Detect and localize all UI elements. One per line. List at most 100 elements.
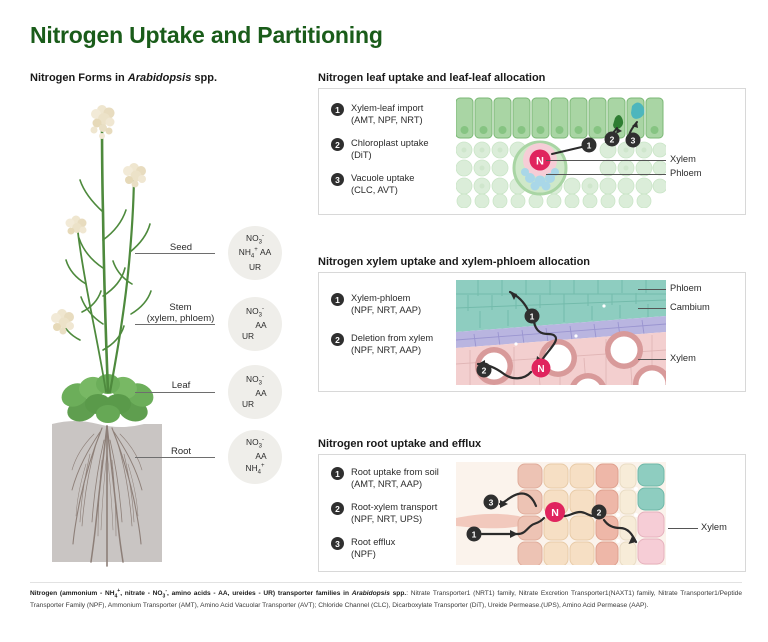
svg-text:1: 1 [472, 530, 477, 540]
root-phloem [637, 463, 665, 511]
root-xylem [637, 511, 665, 565]
leaf-panel-header: Nitrogen leaf uptake and leaf-leaf alloc… [318, 72, 546, 84]
callout-line-xylem [638, 359, 666, 360]
seed-form-1: NO3- [246, 232, 264, 246]
footnote-divider [30, 582, 742, 583]
legend-1-title: Xylem-leaf import [351, 103, 424, 113]
flower-clusters [51, 105, 146, 335]
legend-item-1: 1 Xylem-leaf import (AMT, NPF, NRT) [331, 102, 461, 126]
legend-item-2: 2 Chloroplast uptake (DiT) [331, 137, 461, 161]
step-badge-1: 1 [331, 467, 344, 480]
stem-form-2: AA [255, 320, 267, 331]
root-form-3: NH4+ [245, 462, 265, 476]
root-system [71, 425, 143, 567]
legend-1-subtitle: (NPF, NRT, AAP) [351, 305, 422, 316]
step-badge-1: 1 [331, 103, 344, 116]
callout-xylem: Xylem [670, 154, 696, 164]
legend-2-subtitle: (NPF, NRT, AAP) [351, 345, 422, 356]
xylem-vessels [475, 331, 666, 385]
vacuole-icon [631, 102, 645, 119]
left-header-suffix: spp. [191, 72, 218, 84]
endodermis-cells [595, 463, 619, 565]
phloem-region [521, 168, 559, 191]
cauline-leaves [60, 179, 152, 351]
legend-2-subtitle: (NPF, NRT, UPS) [351, 514, 423, 525]
leaf-label-text: Leaf [171, 380, 191, 391]
footnote-rest: : Nitrate Transporter1 (NRT1) family, Ni… [30, 590, 742, 610]
svg-text:3: 3 [631, 136, 636, 146]
stem-form-3: UR [241, 331, 255, 342]
nutrient-bubble-leaf: NO3- AA UR [228, 365, 282, 419]
svg-text:N: N [537, 364, 544, 375]
epidermis-cells [517, 463, 543, 565]
root-panel-legend: 1 Root uptake from soil (AMT, NRT, AAP) … [331, 466, 471, 571]
leaf-tissue-diagram: N 1 2 3 [456, 97, 666, 208]
footnote-bold: Nitrogen (ammonium - NH4+, nitrate - NO3… [30, 588, 407, 600]
legend-3-subtitle: (CLC, AVT) [351, 185, 398, 196]
footnote: Nitrogen (ammonium - NH4+, nitrate - NO3… [30, 588, 742, 611]
xylem-panel-legend: 1 Xylem-phloem (NPF, NRT, AAP) 2 Deletio… [331, 292, 471, 367]
xylem-panel-header: Nitrogen xylem uptake and xylem-phloem a… [318, 256, 591, 268]
root-panel: Nitrogen root uptake and efflux 1 Root u… [318, 438, 746, 572]
seed-form-2: NH4+ AA [238, 247, 272, 261]
step-badge-3: 3 [331, 173, 344, 187]
step-badge-2: 2 [331, 502, 344, 516]
callout-xylem: Xylem [701, 522, 727, 532]
arabidopsis-plant-illustration [51, 105, 162, 567]
page-title: Nitrogen Uptake and Partitioning [30, 22, 383, 48]
legend-2-title: Deletion from xylem [351, 333, 434, 344]
root-hair [456, 513, 526, 529]
callout-line-cambium [638, 308, 666, 309]
nutrient-bubble-root: NO3- AA NH4+ [228, 430, 282, 484]
legend-2-subtitle: (DiT) [351, 150, 372, 161]
nitrogen-node-xylem [531, 358, 551, 378]
step-badge-1: 1 [331, 293, 344, 306]
nitrogen-node-leaf [529, 149, 551, 171]
leader-line-seed [135, 253, 215, 254]
left-column: Nitrogen Forms in Arabidopsis spp. [30, 72, 308, 84]
root-label-text: Root [170, 446, 192, 457]
organ-label-stem: Stem (xylem, phloem) [128, 302, 233, 325]
step-badge-3: 3 [331, 537, 344, 551]
svg-text:N: N [536, 156, 544, 168]
chloroplast-icon [613, 115, 624, 129]
callout-line-xylem [668, 528, 698, 529]
leaf-panel: Nitrogen leaf uptake and leaf-leaf alloc… [318, 72, 746, 215]
rosette-leaves [61, 374, 154, 423]
xylem-panel: Nitrogen xylem uptake and xylem-phloem a… [318, 256, 746, 392]
legend-item-1: 1 Root uptake from soil (AMT, NRT, AAP) [331, 466, 471, 490]
leaf-form-3: UR [241, 399, 255, 410]
cortex-cells [543, 463, 595, 565]
legend-3-subtitle: (NPF) [351, 549, 376, 560]
legend-item-3: 3 Vacuole uptake (CLC, AVT) [331, 172, 461, 196]
organ-label-root: Root [158, 446, 204, 458]
leaf-form-2: AA [255, 388, 267, 399]
svg-text:2: 2 [610, 135, 615, 145]
legend-3-title: Root efflux [351, 537, 396, 548]
svg-text:2: 2 [482, 366, 487, 376]
left-panel-header: Nitrogen Forms in Arabidopsis spp. [30, 72, 308, 84]
legend-1-subtitle: (AMT, NPF, NRT) [351, 115, 423, 126]
nutrient-bubble-stem: NO3- AA UR [228, 297, 282, 351]
callout-cambium: Cambium [670, 302, 710, 312]
legend-1-title: Root uptake from soil [351, 467, 439, 477]
leader-line-leaf [135, 392, 215, 393]
nutrient-bubble-seed: NO3- NH4+ AA UR [228, 226, 282, 280]
leader-line-root [135, 457, 215, 458]
legend-item-2: 2 Deletion from xylem (NPF, NRT, AAP) [331, 332, 471, 356]
organ-label-leaf: Leaf [158, 380, 204, 392]
svg-text:3: 3 [489, 498, 494, 508]
leaf-form-1: NO3- [246, 373, 264, 387]
legend-3-title: Vacuole uptake [351, 173, 415, 184]
callout-phloem: Phloem [670, 283, 702, 293]
stem-label-text: Stem [169, 302, 192, 313]
legend-1-subtitle: (AMT, NRT, AAP) [351, 479, 423, 490]
svg-text:N: N [551, 507, 559, 519]
svg-text:2: 2 [597, 508, 602, 518]
leader-line-stem [135, 324, 215, 325]
legend-item-3: 3 Root efflux (NPF) [331, 536, 471, 560]
palisade-cells [456, 97, 664, 139]
legend-2-title: Chloroplast uptake [351, 138, 429, 149]
root-form-2: AA [255, 451, 267, 462]
